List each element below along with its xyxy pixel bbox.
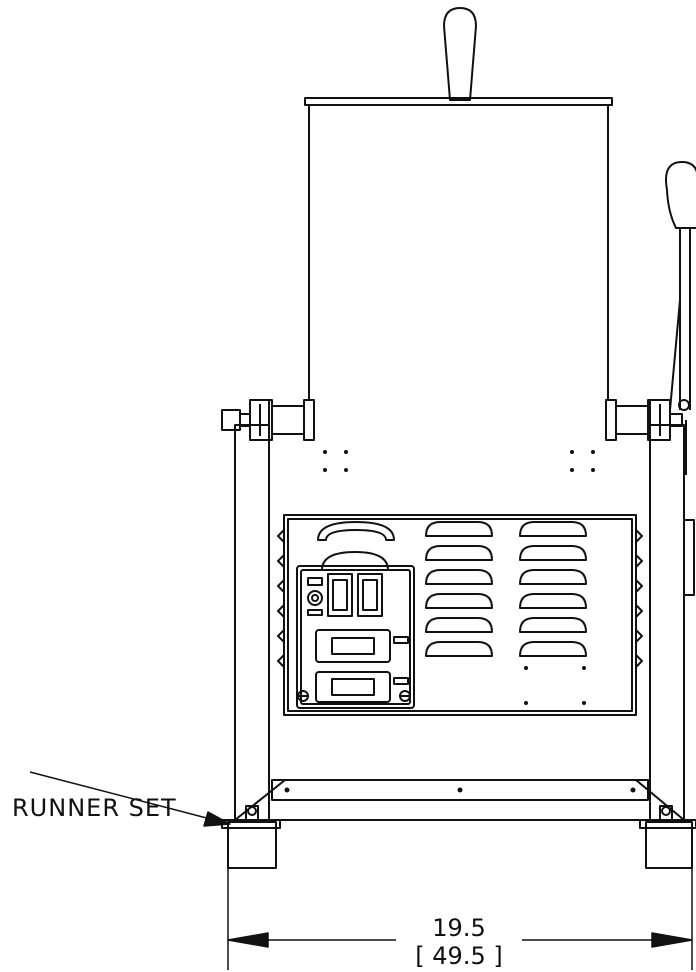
frame-legs xyxy=(234,424,685,821)
kettle-body xyxy=(268,105,651,472)
runner-set-right xyxy=(639,805,696,869)
runner-set-left xyxy=(221,805,281,869)
dimension-extension-lines xyxy=(227,830,693,970)
bottom-crossbar xyxy=(271,779,649,801)
dimension-line xyxy=(227,932,693,948)
lid-rim xyxy=(304,97,613,106)
side-plate xyxy=(683,519,695,596)
louvers-right-column xyxy=(519,521,587,705)
callout-leader xyxy=(29,771,231,827)
right-pivot-assembly xyxy=(605,399,687,475)
tilt-lever xyxy=(665,161,696,411)
lid-handle xyxy=(443,7,477,101)
control-panel-plate xyxy=(296,565,415,709)
dimension-inches-label: 19.5 xyxy=(432,914,485,942)
control-panel-housing xyxy=(277,514,643,716)
dimension-cm-label: [ 49.5 ] xyxy=(415,942,502,970)
louvers-left-column xyxy=(425,521,493,657)
runner-set-callout: RUNNER SET xyxy=(12,794,177,822)
